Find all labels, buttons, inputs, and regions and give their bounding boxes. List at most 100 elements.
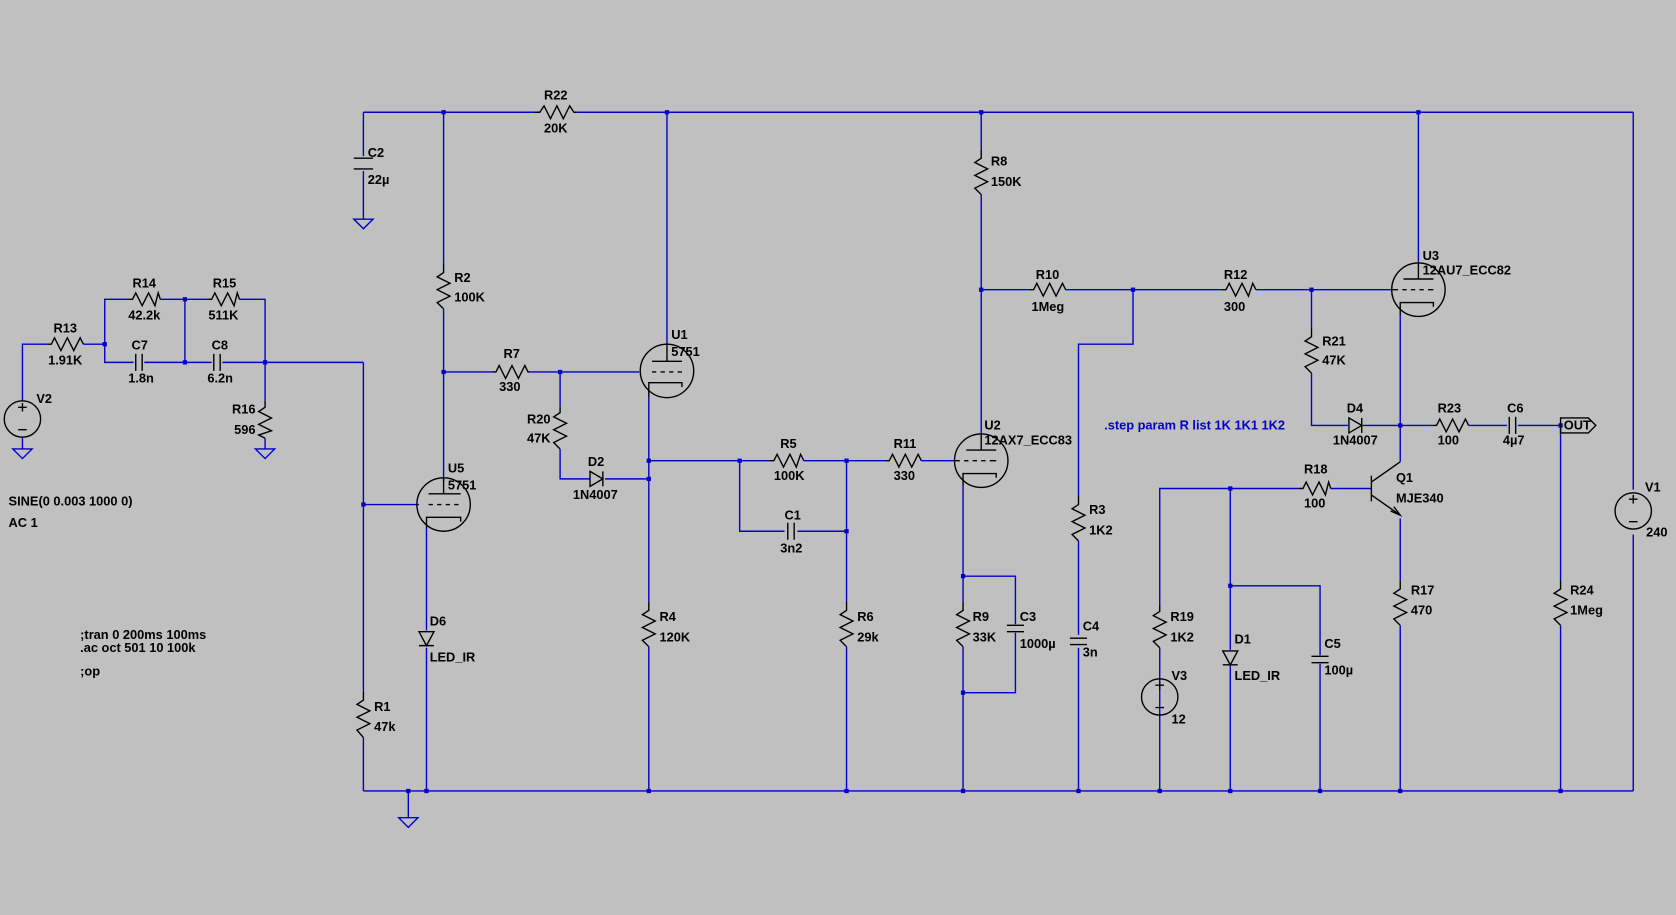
capacitor-C6[interactable] (1508, 416, 1517, 434)
voltage-source-V3[interactable] (1140, 678, 1179, 716)
resistor-R4[interactable] (640, 601, 657, 648)
label-R3-value: 1K2 (1089, 522, 1113, 537)
label-R14-value: 42.2k (128, 308, 161, 323)
diode-D4[interactable] (1348, 416, 1364, 435)
capacitor-C8[interactable] (213, 353, 221, 371)
resistor-R18[interactable] (1298, 479, 1332, 497)
resistor-R12[interactable] (1221, 281, 1257, 298)
label-R2: R2 (454, 270, 470, 285)
capacitor-C1[interactable] (787, 522, 795, 540)
out-port-label: OUT (1564, 418, 1591, 433)
label-R19-value: 1K2 (1170, 629, 1194, 644)
component-labels: R22 20K C2 22µ R8 150K R2 100K R13 1.91K… (9, 87, 1668, 734)
label-R21-value: 47K (1322, 353, 1346, 368)
label-R20-value: 47K (527, 431, 551, 446)
label-C6: C6 (1507, 401, 1523, 416)
tube-U3[interactable] (1390, 262, 1446, 318)
label-R7-value: 330 (499, 379, 520, 394)
resistor-R19[interactable] (1151, 605, 1168, 649)
transistor-Q1[interactable] (1370, 461, 1403, 517)
voltage-source-V1[interactable] (1614, 492, 1653, 530)
label-R15-value: 511K (208, 308, 239, 323)
label-D2: D2 (588, 454, 604, 469)
out-port[interactable]: OUT (1559, 417, 1597, 434)
resistor-R20[interactable] (552, 406, 569, 450)
directive-op: ;op (80, 664, 100, 679)
label-C7: C7 (131, 338, 147, 353)
resistor-R13[interactable] (47, 336, 84, 353)
label-U3: U3 (1423, 248, 1439, 263)
label-C2-value: 22µ (368, 172, 390, 187)
voltage-source-V2[interactable] (3, 400, 42, 438)
resistor-R2[interactable] (435, 264, 452, 310)
label-R23-value: 100 (1438, 433, 1459, 448)
label-R10-value: 1Meg (1031, 299, 1064, 314)
diode-D6[interactable] (417, 631, 436, 648)
tube-U2[interactable] (953, 433, 1009, 489)
label-R9-value: 33K (973, 629, 997, 644)
label-D1-value: LED_IR (1235, 668, 1281, 683)
label-C7-value: 1.8n (128, 371, 154, 386)
resistor-R5[interactable] (769, 452, 805, 469)
label-R15: R15 (213, 276, 237, 291)
label-R4: R4 (659, 609, 676, 624)
label-R18-value: 100 (1304, 496, 1325, 511)
label-R6: R6 (857, 609, 873, 624)
capacitor-C7[interactable] (135, 353, 143, 371)
capacitor-C5[interactable] (1311, 655, 1329, 664)
resistor-R24[interactable] (1552, 580, 1569, 626)
wires (21, 111, 1634, 818)
directive-ac: .ac oct 501 10 100k (80, 640, 196, 655)
resistor-R23[interactable] (1432, 417, 1470, 434)
resistor-R9[interactable] (955, 601, 972, 648)
label-R12-value: 300 (1224, 299, 1245, 314)
label-R22: R22 (544, 87, 568, 102)
tube-U1[interactable] (639, 343, 695, 399)
resistor-R10[interactable] (1029, 281, 1067, 298)
label-C1: C1 (785, 507, 801, 522)
resistor-R21[interactable] (1303, 328, 1320, 374)
label-V1-value: 240 (1646, 525, 1667, 540)
resistor-R6[interactable] (838, 601, 855, 648)
resistor-R11[interactable] (885, 452, 922, 469)
label-R6-value: 29k (857, 629, 879, 644)
label-Q1-value: MJE340 (1396, 490, 1444, 505)
capacitor-C2[interactable] (353, 157, 374, 170)
label-V2-value2: AC 1 (9, 515, 38, 530)
label-R3: R3 (1089, 502, 1105, 517)
resistor-R14[interactable] (128, 290, 161, 308)
resistor-R17[interactable] (1392, 580, 1409, 626)
label-C5-value: 100µ (1324, 662, 1353, 677)
resistor-R16[interactable] (256, 400, 274, 439)
label-U2-value: 12AX7_ECC83 (984, 433, 1072, 448)
label-C2: C2 (368, 145, 384, 160)
label-R10: R10 (1036, 267, 1060, 282)
label-R23: R23 (1438, 401, 1462, 416)
label-R5: R5 (780, 436, 796, 451)
spice-directives[interactable]: ;tran 0 200ms 100ms .ac oct 501 10 100k … (80, 418, 1285, 679)
resistor-R3[interactable] (1070, 495, 1087, 542)
label-U1: U1 (671, 327, 687, 342)
label-D6-value: LED_IR (430, 650, 476, 665)
label-R13: R13 (53, 320, 77, 335)
resistor-R22[interactable] (534, 104, 578, 121)
resistor-R8[interactable] (973, 149, 990, 196)
label-R1: R1 (374, 699, 390, 714)
label-C6-value: 4µ7 (1503, 433, 1525, 448)
diode-D2[interactable] (589, 470, 605, 488)
diode-D1[interactable] (1221, 650, 1239, 667)
resistor-R1[interactable] (355, 691, 372, 738)
tube-U5[interactable] (416, 477, 472, 532)
label-C5: C5 (1324, 636, 1340, 651)
label-Q1: Q1 (1396, 470, 1413, 485)
capacitor-C3[interactable] (1006, 624, 1024, 633)
resistor-R15[interactable] (207, 290, 241, 308)
label-R19: R19 (1170, 609, 1194, 624)
label-V3-value: 12 (1171, 712, 1185, 727)
resistor-R7[interactable] (491, 364, 531, 380)
label-R18: R18 (1304, 462, 1328, 477)
label-C1-value: 3n2 (780, 541, 802, 556)
label-R21: R21 (1322, 333, 1346, 348)
capacitor-C4[interactable] (1069, 637, 1088, 646)
